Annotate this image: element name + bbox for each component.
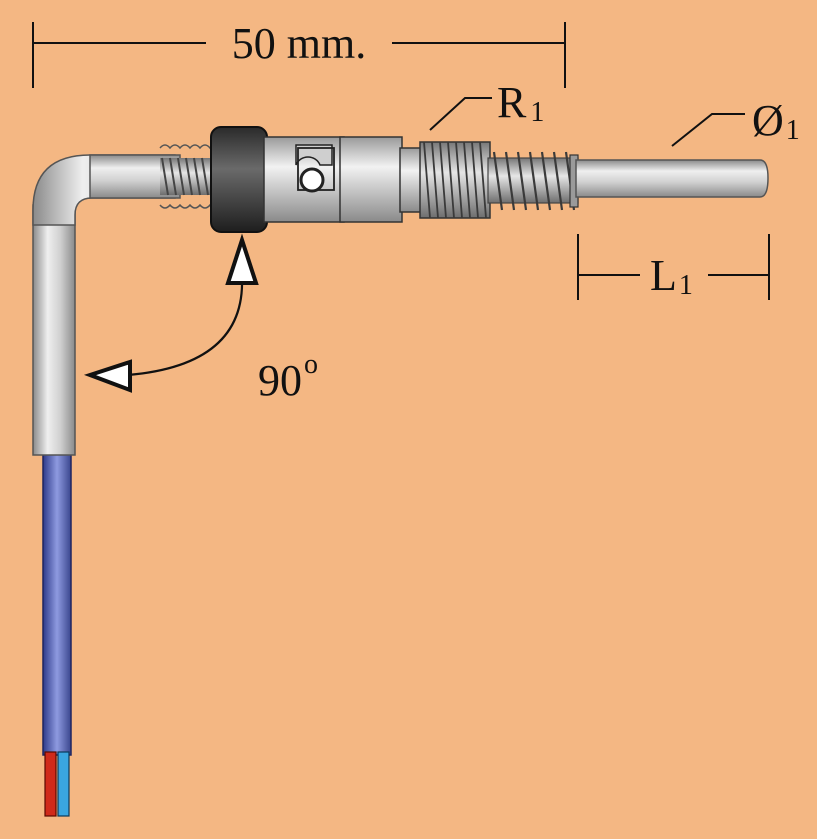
sleeve-cylinder: [339, 136, 403, 223]
tip-length-label: L1: [650, 251, 693, 301]
diameter-label-group: Ø1: [671, 96, 800, 147]
overall-length-dimension: 50 mm.: [32, 19, 566, 88]
tip-length-dimension: L1: [577, 234, 770, 301]
bent-sheath-tube: [32, 154, 181, 456]
diameter-label: Ø1: [752, 96, 800, 146]
cable: [42, 449, 72, 817]
arrow-left-icon: [83, 359, 132, 393]
locking-hole-icon: [299, 167, 325, 193]
wire-blue: [57, 751, 70, 817]
spring-coil-right: [487, 151, 579, 211]
wire-red: [44, 751, 57, 817]
angle-label: 90o: [258, 349, 318, 405]
arrow-up-icon: [225, 233, 259, 285]
probe-tip: [575, 159, 769, 198]
thread-r1: [399, 141, 491, 219]
angle-indicator: 90o: [83, 233, 318, 405]
overall-length-label: 50 mm.: [232, 19, 366, 68]
locking-sleeve: [263, 136, 345, 223]
hex-nut: [210, 126, 268, 233]
